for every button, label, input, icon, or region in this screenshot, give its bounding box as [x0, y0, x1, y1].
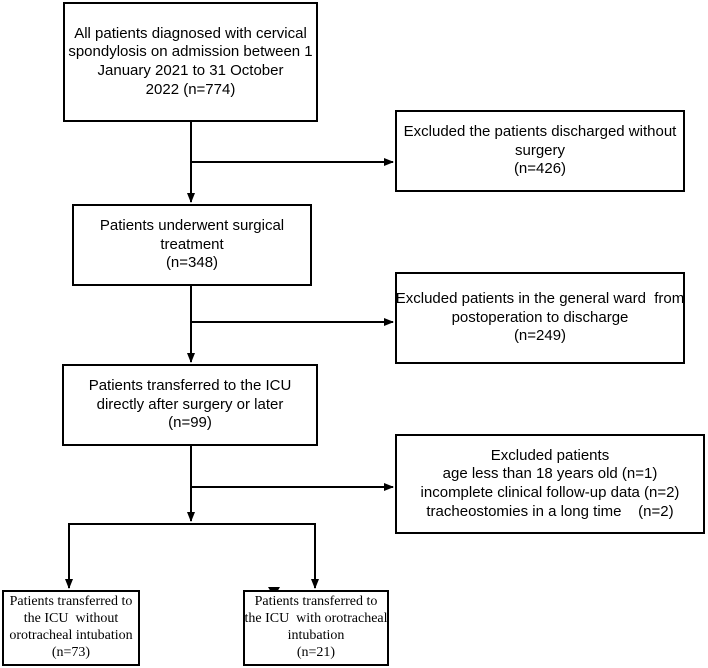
box-excluded-no-surgery: Excluded the patients discharged without…	[395, 110, 685, 192]
excluded-patients-line-2: age less than 18 years old (n=1)	[442, 465, 658, 483]
excluded-patients-line-3: incomplete clinical follow-up data (n=2)	[420, 484, 680, 501]
surgical-treatment-line-3: (n=348)	[165, 254, 219, 272]
excluded-patients-line-4: tracheostomies in a long time (n=2)	[426, 502, 674, 520]
box-excluded-patients: Excluded patients age less than 18 years…	[395, 434, 705, 534]
all-patients-line-4: 2022 (n=774)	[145, 80, 236, 98]
icu-without-intubation-line-1: Patients transferred to	[9, 594, 133, 610]
box-icu-without-intubation: Patients transferred to the ICU without …	[2, 590, 140, 666]
icu-with-intubation-line-2: the ICU with orotracheal	[244, 611, 388, 627]
excluded-no-surgery-line-2: surgery	[514, 141, 566, 159]
box-icu-with-intubation: Patients transferred to the ICU with oro…	[243, 590, 389, 666]
box-transferred-icu: Patients transferred to the ICU directly…	[62, 364, 318, 446]
excluded-general-ward-line-3: (n=249)	[513, 327, 567, 345]
surgical-treatment-line-2: treatment	[160, 235, 224, 253]
excluded-general-ward-line-2: postoperation to discharge	[451, 308, 629, 326]
icu-without-intubation-line-3: orotracheal intubation	[9, 628, 133, 643]
icu-without-intubation-line-4: (n=73)	[51, 644, 91, 660]
all-patients-line-1: All patients diagnosed with cervical	[74, 24, 307, 42]
icu-without-intubation-line-2: the ICU without	[23, 611, 119, 627]
transferred-icu-line-2: directly after surgery or later	[96, 395, 284, 413]
excluded-patients-line-1: Excluded patients	[490, 446, 610, 464]
all-patients-line-2: spondylosis on admission between 1	[68, 43, 313, 61]
excluded-general-ward-line-1: Excluded patients in the general ward fr…	[395, 289, 685, 307]
excluded-no-surgery-line-1: Excluded the patients discharged without	[403, 122, 677, 140]
all-patients-line-3: January 2021 to 31 October	[97, 62, 284, 79]
icu-with-intubation-line-3: intubation	[287, 628, 345, 643]
transferred-icu-line-3: (n=99)	[168, 414, 212, 432]
box-excluded-general-ward: Excluded patients in the general ward fr…	[395, 272, 685, 364]
icu-with-intubation-line-4: (n=21)	[296, 644, 336, 660]
box-all-patients: All patients diagnosed with cervical spo…	[63, 2, 318, 122]
box-surgical-treatment: Patients underwent surgical treatment (n…	[72, 204, 312, 286]
icu-with-intubation-line-1: Patients transferred to	[254, 594, 378, 610]
excluded-no-surgery-line-3: (n=426)	[513, 160, 567, 178]
surgical-treatment-line-1: Patients underwent surgical	[99, 216, 285, 234]
transferred-icu-line-1: Patients transferred to the ICU	[88, 376, 292, 394]
